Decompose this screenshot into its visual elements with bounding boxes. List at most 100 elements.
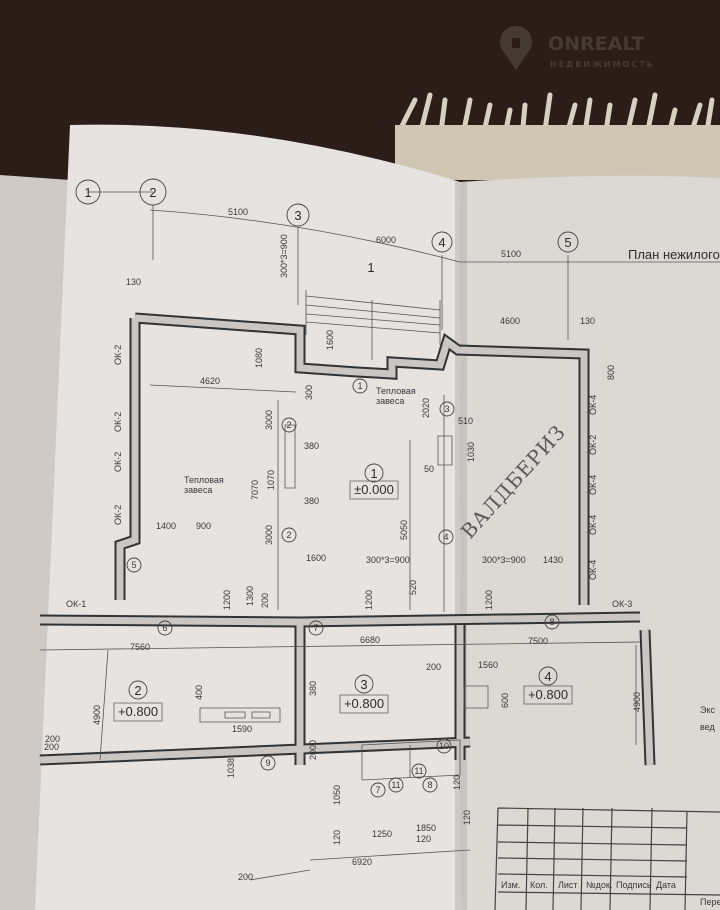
dimension-label: 6920: [352, 857, 372, 867]
callout-circle: [308, 620, 324, 636]
dimension-label: 4900: [92, 705, 102, 725]
room-level: +0.800: [118, 704, 158, 719]
sheet-title: План нежилого: [628, 247, 720, 262]
heat-curtain-note: завеса: [376, 396, 404, 406]
title-block-column-header: Подпись: [616, 880, 652, 890]
dimension-label: 5100: [228, 207, 248, 217]
under-sheet: [0, 175, 70, 910]
room-number-circle: [354, 674, 374, 694]
callout-label: 10: [439, 741, 449, 751]
dimension-label: 300*3=900: [482, 555, 526, 565]
section-mark: 1: [367, 260, 374, 275]
dimension-label: 4900: [632, 692, 642, 712]
room-number-circle: [538, 666, 558, 686]
axis-marker: [286, 203, 310, 227]
dimension-label: 1200: [222, 590, 232, 610]
rug-fringe: [395, 92, 720, 180]
axis-marker: [557, 231, 579, 253]
room-number: 1: [370, 466, 377, 481]
window-mark: ОК-2: [113, 505, 123, 525]
callout-circle: [422, 777, 438, 793]
callout-circle: [436, 738, 452, 754]
dimension-label: 300: [304, 385, 314, 400]
callout-label: 6: [162, 623, 167, 633]
dimension-label: 4600: [500, 316, 520, 326]
dimension-label: 7560: [130, 642, 150, 652]
window-mark: ОК-2: [113, 345, 123, 365]
dimension-label: 130: [126, 277, 141, 287]
dimension-label: 2020: [421, 398, 431, 418]
dimension-label: 1590: [232, 724, 252, 734]
dimension-label: 300*3=900: [279, 234, 289, 278]
title-block-column-header: Изм.: [501, 880, 520, 890]
window-mark: ОК-1: [66, 599, 86, 609]
axis-label: 4: [438, 235, 445, 250]
dimension-label: 4620: [200, 376, 220, 386]
callout-circle: [281, 527, 297, 543]
callout-label: 11: [391, 780, 400, 790]
room-level-box: [349, 480, 399, 500]
dimension-label: 2000: [308, 740, 318, 760]
dimension-label: 300*3=900: [366, 555, 410, 565]
left-page: [35, 124, 462, 910]
room-level-box: [339, 694, 389, 714]
room-number: 3: [360, 677, 367, 692]
dimension-label: 1030: [466, 442, 476, 462]
title-block-column-header: №док.: [586, 880, 612, 890]
watermark-brand: ONREALT: [548, 33, 644, 55]
room-number: 2: [134, 683, 141, 698]
heat-curtain-note: завеса: [184, 485, 212, 495]
callout-circle: [260, 755, 276, 771]
dimension-label: 1080: [254, 348, 264, 368]
window-mark: ОК-2: [588, 435, 598, 455]
dimension-label: 5100: [501, 249, 521, 259]
title-block-column-header: Лист: [558, 880, 578, 890]
callout-label: 11: [414, 766, 423, 776]
dimension-label: 900: [196, 521, 211, 531]
callout-label: 2: [286, 420, 291, 430]
window-mark: ОК-4: [588, 475, 598, 495]
callout-label: 2: [286, 530, 291, 540]
window-mark: ОК-4: [588, 395, 598, 415]
callout-circle: [126, 557, 142, 573]
right-page: [460, 175, 720, 910]
callout-label: 7: [375, 785, 380, 795]
room-level: ±0.000: [354, 482, 394, 497]
room-level: +0.800: [344, 696, 384, 711]
heat-curtain-note: Тепловая: [376, 386, 416, 396]
callout-circle: [281, 417, 297, 433]
room-level-box: [113, 702, 163, 722]
dimension-label: 120: [452, 775, 462, 790]
axis-label: 2: [149, 185, 156, 200]
axis-label: 1: [84, 185, 91, 200]
dimension-label: 5050: [399, 520, 409, 540]
window-mark: ОК-2: [113, 412, 123, 432]
dimension-label: 1560: [478, 660, 498, 670]
dimension-label: 1050: [332, 785, 342, 805]
callout-label: 5: [131, 560, 136, 570]
room-number-circle: [128, 680, 148, 700]
dimension-label: 1850: [416, 823, 436, 833]
window-mark: ОК-4: [588, 515, 598, 535]
dimension-label: 6000: [376, 235, 396, 245]
callout-circle: [439, 401, 455, 417]
dimension-label: 1200: [484, 590, 494, 610]
dimension-label: 6680: [360, 635, 380, 645]
location-pin-icon: [500, 26, 532, 70]
heat-curtain-note: Тепловая: [184, 475, 224, 485]
callout-circle: [544, 614, 560, 630]
callout-circle: [411, 763, 427, 779]
callout-circle: [388, 777, 404, 793]
walls: [39, 191, 720, 910]
watermark-subtitle: НЕДВИЖИМОСТЬ: [550, 60, 655, 69]
dimension-label: 200: [238, 872, 253, 882]
dimension-label: 200: [426, 662, 441, 672]
dimension-label: 120: [332, 830, 342, 845]
dimension-label: 120: [416, 834, 431, 844]
dimension-label: 7500: [528, 636, 548, 646]
callout-circle: [438, 529, 454, 545]
dimension-label: 510: [458, 416, 473, 426]
dimension-label: 600: [500, 693, 510, 708]
dimension-label: 380: [308, 681, 318, 696]
